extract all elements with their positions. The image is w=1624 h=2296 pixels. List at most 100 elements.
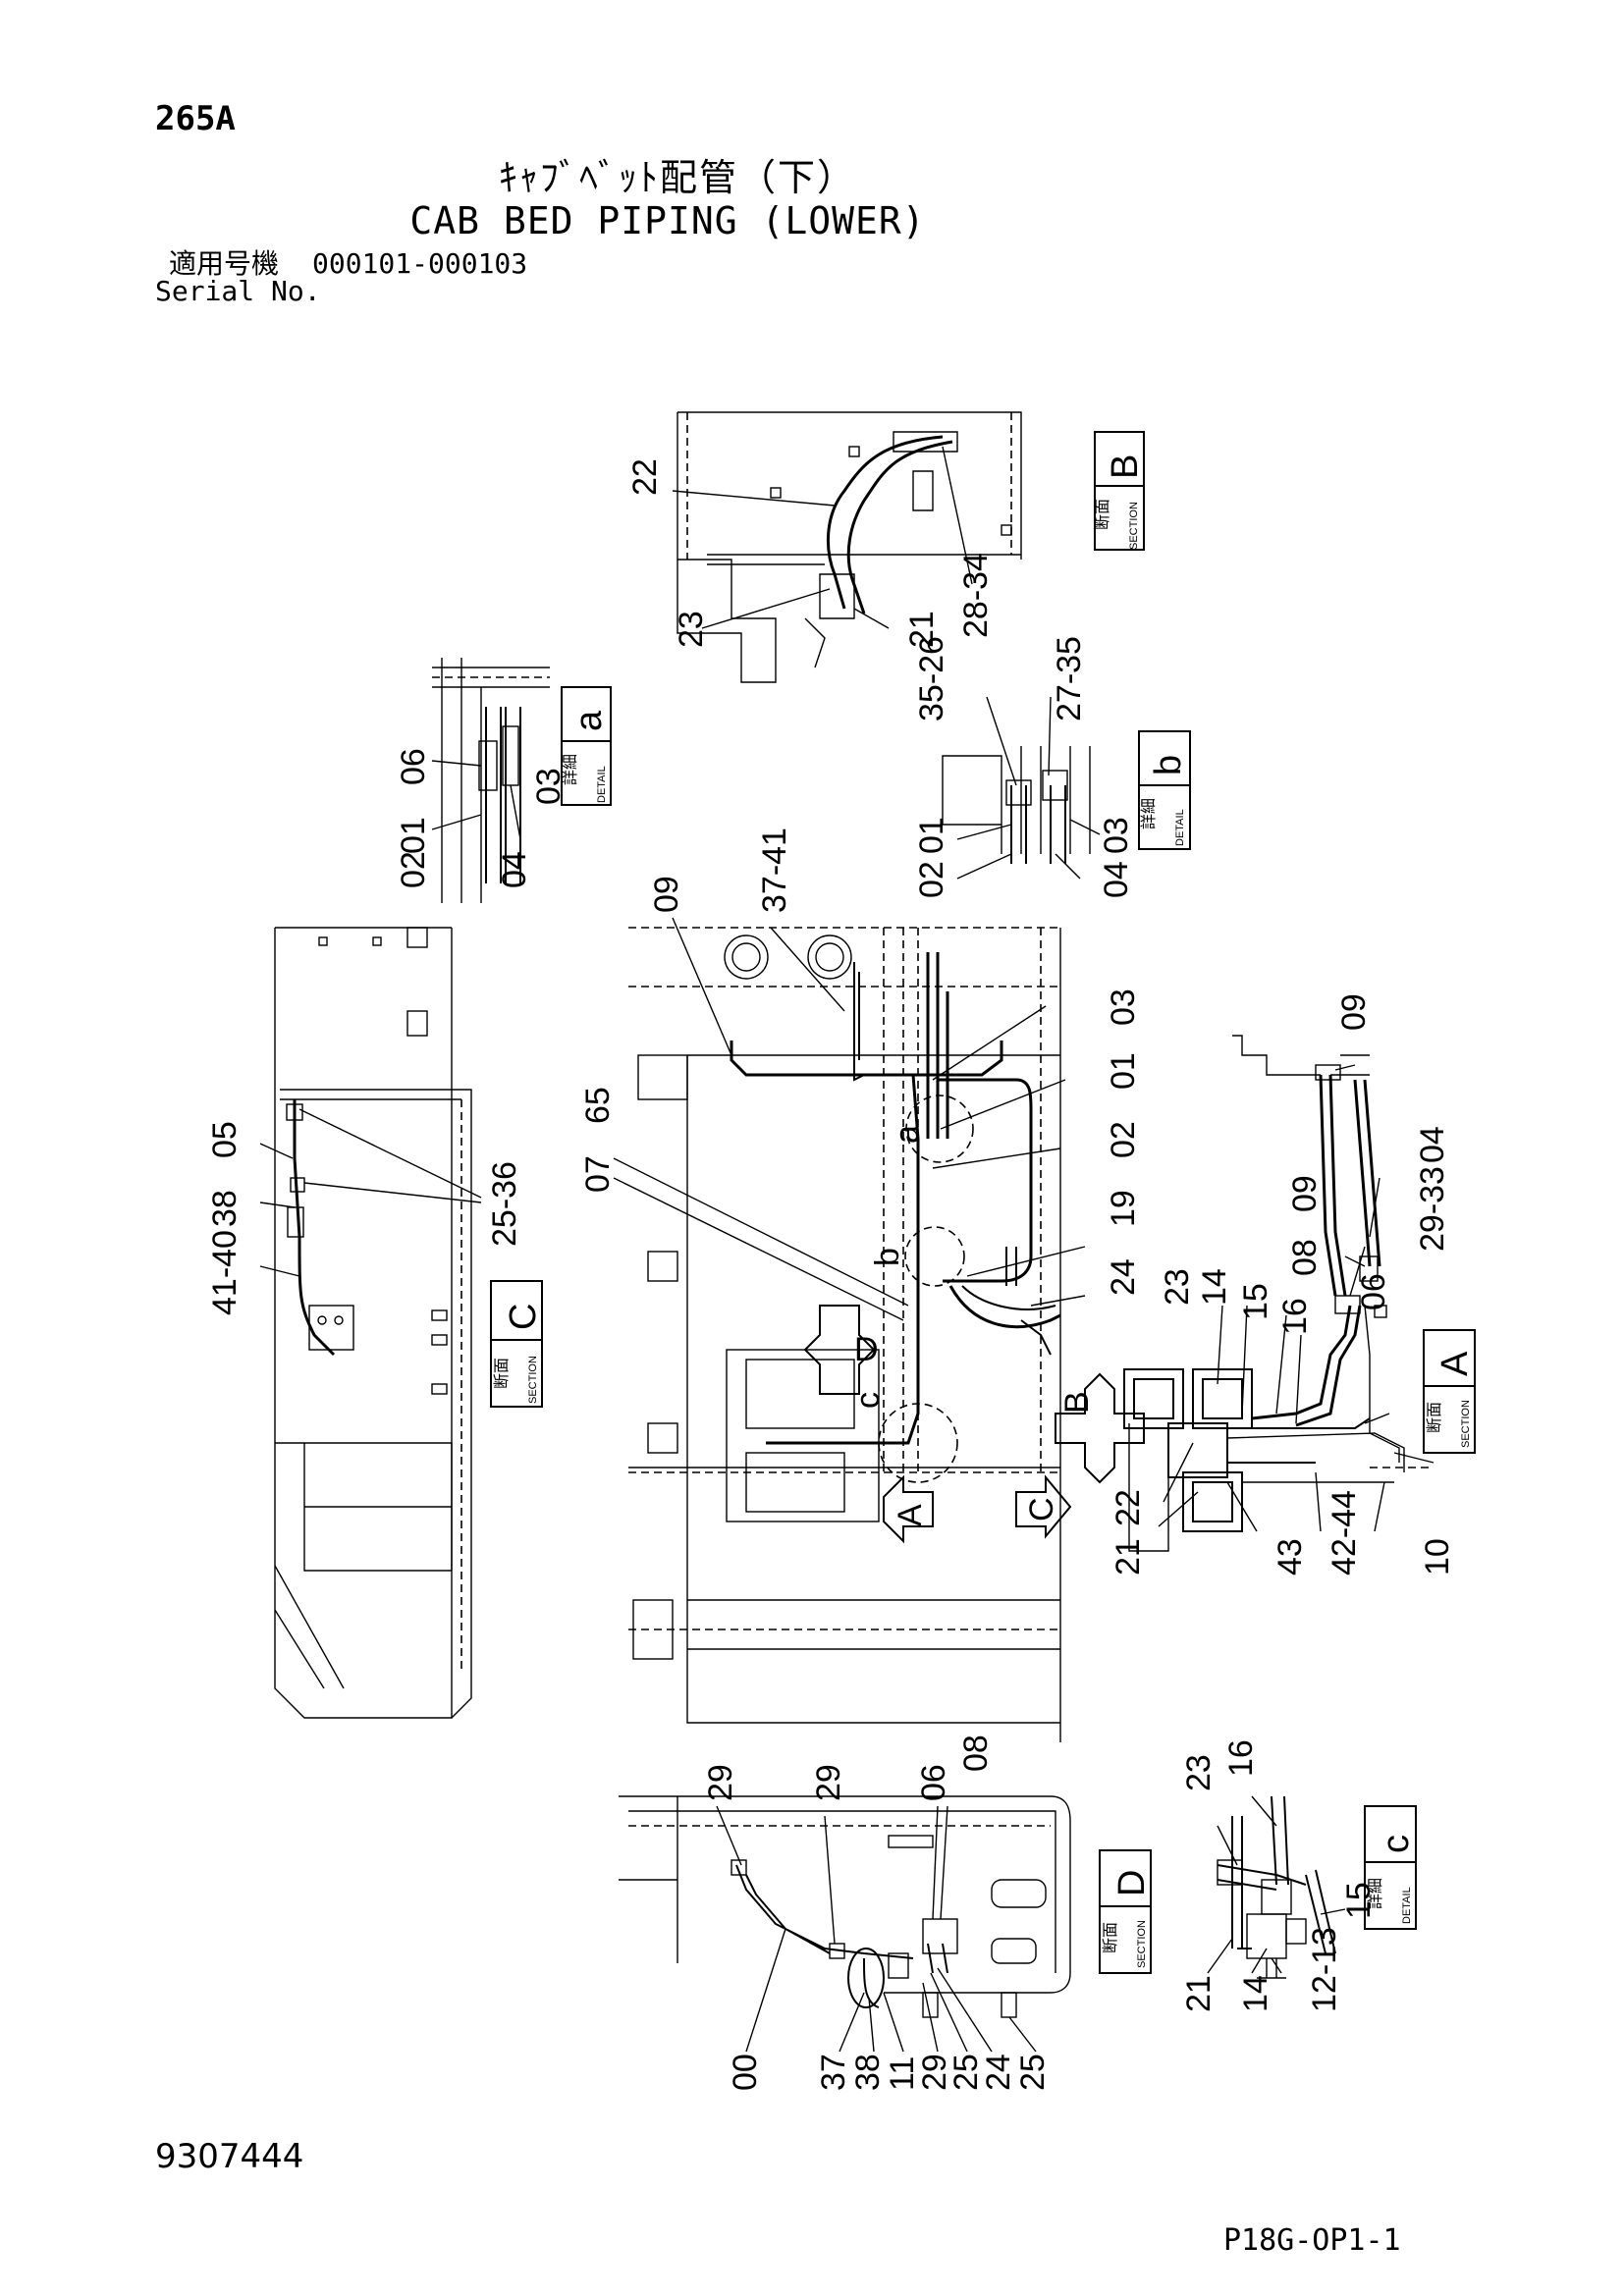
callout-11: 11	[884, 2056, 921, 2091]
callout-29-33: 29-33	[1414, 1166, 1451, 1252]
callout-22: 22	[626, 458, 664, 496]
arrow-a-letter: A	[892, 1504, 929, 1526]
view-label-text: 断面	[1101, 1922, 1119, 1953]
section-d-label: 断面 SECTION D	[1099, 1849, 1153, 1974]
section-c-label: 断面 SECTION C	[490, 1280, 544, 1408]
callout-37-41: 37-41	[756, 828, 793, 913]
view-label-text: 断面	[1093, 499, 1111, 530]
callout-21: 21	[1110, 1538, 1147, 1575]
callout-37: 37	[815, 2054, 852, 2091]
view-label-text: DETAIL	[1174, 809, 1186, 846]
detail-c-view: 詳細 DETAIL c 23 16 15 21 14 12-13	[1180, 1739, 1417, 2012]
callout-00: 00	[727, 2054, 764, 2091]
callout-08: 08	[1286, 1239, 1324, 1276]
title-japanese: ｷｬﾌﾞﾍﾞｯﾄ配管（下）	[498, 156, 856, 199]
callout-38: 38	[206, 1190, 244, 1227]
callout-28-34: 28-34	[957, 553, 995, 638]
detail-b-label: 詳細 DETAIL b	[1138, 730, 1191, 850]
callout-38: 38	[849, 2054, 887, 2091]
callout-42-44: 42-44	[1326, 1490, 1363, 1575]
callout-29: 29	[702, 1764, 739, 1801]
callout-01: 01	[1105, 1052, 1142, 1090]
section-c-view: 断面 SECTION C 05 38 41-40 25-36	[206, 927, 544, 1719]
page-code: P18G-OP1-1	[1223, 2223, 1401, 2258]
callout-23: 23	[673, 611, 710, 648]
callout-23: 23	[1180, 1754, 1218, 1791]
view-label-text: a	[568, 710, 610, 731]
view-label-text: DETAIL	[596, 766, 608, 803]
callout-25-36: 25-36	[486, 1161, 523, 1247]
callout-21: 21	[903, 611, 941, 648]
detail-a-view: 詳細 DETAIL a 06 01 02 04 03	[395, 658, 612, 903]
arrow-d-letter: D	[854, 1331, 879, 1368]
view-label-text: B	[1105, 454, 1146, 479]
view-label-text: SECTION	[1136, 1920, 1148, 1968]
detail-b-view: 詳細 DETAIL b 35-26 27-35 01 02 04 03	[913, 636, 1191, 898]
callout-06: 06	[915, 1764, 952, 1801]
callout-15: 15	[1237, 1283, 1274, 1320]
detail-c-label: 詳細 DETAIL c	[1364, 1805, 1417, 1930]
detail-a-label: 詳細 DETAIL a	[561, 686, 612, 806]
view-label-text: 詳細	[1366, 1878, 1384, 1909]
callout-10: 10	[1419, 1538, 1456, 1575]
part-code: 265A	[155, 99, 236, 138]
view-label-text: 詳細	[1139, 798, 1158, 829]
callout-15: 15	[1340, 1882, 1378, 1919]
section-d-view: 断面 SECTION D 29 29 06 08 00 37 38 11 29 …	[619, 1735, 1153, 2091]
callout-24: 24	[980, 2054, 1017, 2091]
callout-01: 01	[395, 817, 432, 854]
callout-08: 08	[957, 1735, 995, 1772]
callout-22: 22	[1110, 1489, 1147, 1526]
callout-25: 25	[947, 2054, 985, 2091]
callout-05: 05	[206, 1121, 244, 1158]
view-label-text: D	[1111, 1870, 1153, 1896]
arrow-b-letter: B	[1058, 1391, 1096, 1414]
title-english: CAB BED PIPING (LOWER)	[409, 199, 926, 242]
callout-09: 09	[1335, 993, 1373, 1031]
callout-01: 01	[913, 817, 950, 854]
callout-03: 03	[1098, 817, 1135, 854]
view-label-text: 断面	[492, 1358, 511, 1389]
callout-16: 16	[1276, 1298, 1314, 1335]
callout-03: 03	[530, 768, 568, 805]
callout-14: 14	[1196, 1268, 1233, 1306]
callout-03: 03	[1105, 988, 1142, 1026]
callout-65: 65	[579, 1087, 617, 1124]
view-label-text: 詳細	[561, 754, 579, 785]
callout-16: 16	[1222, 1739, 1260, 1777]
view-label-text: A	[1435, 1351, 1476, 1376]
serial-label-japanese: 適用号機	[169, 247, 280, 280]
callout-06: 06	[395, 748, 432, 785]
callout-02: 02	[913, 861, 950, 898]
callout-35-26: 35-26	[913, 636, 950, 721]
view-label-text: SECTION	[1128, 502, 1140, 550]
callout-07: 07	[579, 1155, 617, 1193]
view-label-text: SECTION	[1460, 1400, 1472, 1448]
callout-04: 04	[1098, 861, 1135, 898]
view-label-text: C	[503, 1304, 544, 1330]
callout-09: 09	[648, 876, 685, 913]
view-label-text: SECTION	[527, 1356, 539, 1404]
arrow-c-letter: C	[1023, 1497, 1060, 1522]
callout-19: 19	[1105, 1190, 1142, 1227]
callout-02: 02	[1105, 1121, 1142, 1158]
callout-25: 25	[1014, 2054, 1052, 2091]
callout-41-40: 41-40	[206, 1230, 244, 1315]
section-a-view: 断面 SECTION A 09 04 09 29-33 08 06 23 14 …	[1110, 993, 1476, 1575]
callout-24: 24	[1105, 1258, 1142, 1296]
callout-02: 02	[395, 851, 432, 888]
callout-04: 04	[1414, 1126, 1451, 1163]
serial-label-english: Serial No.	[155, 275, 321, 307]
view-label-text: b	[1148, 755, 1189, 775]
detail-mark-c: c	[849, 1392, 887, 1409]
callout-29: 29	[916, 2054, 953, 2091]
callout-12-13: 12-13	[1306, 1927, 1343, 2012]
view-label-text: c	[1376, 1835, 1417, 1853]
callout-29: 29	[810, 1764, 847, 1801]
detail-mark-b: b	[869, 1248, 906, 1266]
main-plan-view: D B A C a b c 09 37-41 03 01 02 07 65 19…	[579, 828, 1145, 1742]
callout-23: 23	[1159, 1268, 1196, 1306]
section-b-label: 断面 SECTION B	[1093, 431, 1146, 551]
view-label-text: 断面	[1425, 1402, 1443, 1433]
